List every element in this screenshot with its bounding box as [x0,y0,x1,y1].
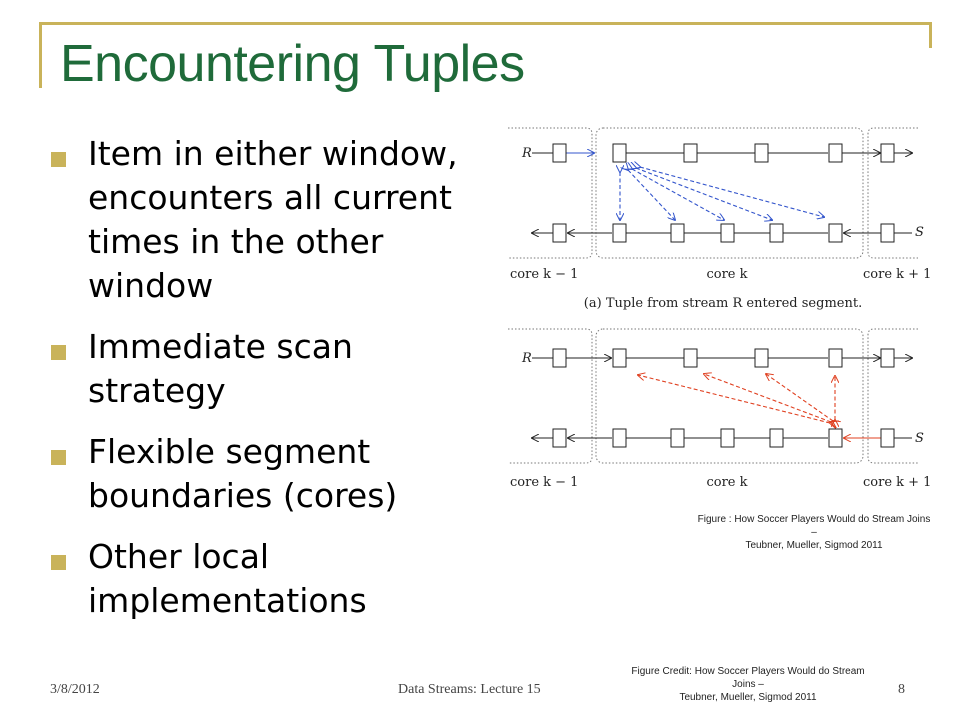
tuple-box [828,143,843,163]
frame-right-line [929,22,932,48]
footer-credit-line: Teubner, Mueller, Sigmod 2011 [679,692,817,703]
tuple-box [720,223,735,243]
tuple-box [880,143,895,163]
core-mid-boundary [595,328,864,464]
stream-s-label: S [915,225,924,240]
stream-join-diagram: R S core k − [508,127,931,490]
footer-date: 3/8/2012 [50,682,100,697]
tuple-box [683,143,698,163]
frame-left-line [39,22,42,88]
bullet-square-icon [51,345,66,360]
panel-a: R S core k − [508,127,931,311]
tuple-box [720,428,735,448]
bullet-text: Item in either window, encounters all cu… [88,134,458,305]
tuple-box [683,348,698,368]
core-right-label: core k + 1 [863,267,931,282]
tuple-box [670,428,685,448]
tuple-box [552,223,567,243]
tuple-box [612,143,627,163]
core-left-boundary [508,127,593,259]
tuple-box [552,428,567,448]
core-right-label: core k + 1 [863,475,931,490]
tuple-box [670,223,685,243]
core-left-label: core k − 1 [510,267,578,282]
bullet-text: Immediate scan strategy [88,327,353,410]
tuple-box [612,428,627,448]
stream-r-label: R [521,351,532,366]
core-mid-label: core k [706,267,747,282]
core-left-boundary [508,328,593,464]
bullet-list: Item in either window, encounters all cu… [48,132,468,640]
tuple-box [769,428,784,448]
tuple-box [769,223,784,243]
tuple-box [880,428,895,448]
tuple-box [828,428,843,448]
figure-caption: Figure : How Soccer Players Would do Str… [694,513,934,552]
page-number: 8 [898,682,905,697]
tuple-box [612,348,627,368]
bullet-square-icon [51,152,66,167]
scan-arrows-blue [620,167,824,220]
footer-title: Data Streams: Lecture 15 [398,682,541,697]
bullet-item: Flexible segment boundaries (cores) [48,430,468,518]
core-left-label: core k − 1 [510,475,578,490]
footer-credit-line: Figure Credit: How Soccer Players Would … [631,666,865,690]
core-right-boundary [867,127,918,259]
scan-arrows-red [638,374,835,423]
panel-a-caption: (a) Tuple from stream R entered segment. [584,296,862,311]
bullet-text: Flexible segment boundaries (cores) [88,432,398,515]
core-right-boundary [867,328,918,464]
tuple-box [754,143,769,163]
frame-top-line [39,22,932,25]
tuple-box [880,223,895,243]
tuple-box [880,348,895,368]
tuple-box [754,348,769,368]
tuple-box [828,223,843,243]
figure-caption-line: Figure : How Soccer Players Would do Str… [697,514,931,538]
tuple-box [552,143,567,163]
bullet-text: Other local implementations [88,537,367,620]
slide-title: Encountering Tuples [60,35,525,93]
tuple-box [828,348,843,368]
core-mid-boundary [595,127,864,259]
core-mid-label: core k [706,475,747,490]
stream-s-label: S [915,431,924,446]
panel-b: R S core k − 1 c [508,328,931,490]
bullet-square-icon [51,450,66,465]
bullet-item: Other local implementations [48,535,468,623]
tuple-box [552,348,567,368]
footer-credit: Figure Credit: How Soccer Players Would … [620,665,876,704]
tuple-box [612,223,627,243]
bullet-item: Item in either window, encounters all cu… [48,132,468,308]
bullet-square-icon [51,555,66,570]
figure-caption-line: Teubner, Mueller, Sigmod 2011 [745,540,883,551]
bullet-item: Immediate scan strategy [48,325,468,413]
stream-r-label: R [521,146,532,161]
